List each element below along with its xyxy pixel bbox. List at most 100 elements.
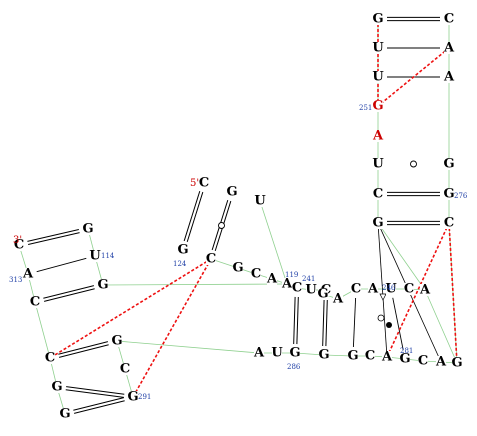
nucleotide-b5: C [206,252,216,267]
watson-crick-pair-line [296,297,299,345]
residue-number: 124 [173,260,187,268]
nucleotide-bg [254,347,264,359]
nucleotide-bg [444,42,454,54]
nucleotide-bg [98,279,108,291]
watson-crick-pair-line [28,232,80,246]
backbone-segment [259,200,288,285]
nucleotide-b16: A [367,282,379,297]
nucleotide-bg [255,195,265,207]
nucleotide-b3: U [254,194,266,209]
nucleotide-b1: C [199,176,209,191]
nucleotide-d3: G [289,346,300,361]
nucleotide-a13: G [372,216,383,231]
nucleotide-bg [373,158,383,170]
three-prime-label: 3' [13,235,22,246]
nucleotide-bg [45,352,55,364]
nucleotide-c8: G [111,334,122,349]
watson-crick-pair-line [27,228,79,242]
residue-number: 286 [287,363,301,371]
nucleotide-a5: U [372,70,384,85]
nucleotide-bg [251,268,261,280]
nucleotide-b15: C [351,282,361,297]
watson-crick-pair-line [66,386,125,395]
nucleotide-bg [348,350,358,362]
pair-line [352,297,357,348]
nucleotide-bg [83,223,93,235]
nucleotide-a11: C [373,187,383,202]
nucleotide-bg [178,244,188,256]
nucleotide-a2: C [444,12,454,27]
nucleotide-bg [373,42,383,54]
nucleotide-bg [60,408,70,420]
nucleotide-layer: GCUAUAGAUGCGGCCGUGCGCAACUCGACAUCACGAUCGC… [14,12,463,422]
nucleotide-bg [199,177,209,189]
nucleotide-bg [318,288,328,300]
nucleotide-bg [267,273,277,285]
nucleotide-d4: G [318,348,329,363]
backbone-segment [424,289,458,364]
nucleotide-bg [272,347,282,359]
nucleotide-b11: U [305,283,317,298]
nucleotide-c18: G [127,390,138,405]
watson-crick-pair-line [73,397,125,411]
backbone-segment [377,222,426,291]
nucleotide-bg [333,293,343,305]
residue-number: 313 [9,276,22,284]
watson-crick-pair-line [65,389,124,398]
nucleotide-a4: A [443,41,455,56]
nucleotide-bg [306,284,316,296]
residue-number: 119 [285,271,298,279]
nucleotide-bg [373,100,383,112]
noncanonical-pair-marker [386,322,392,328]
nucleotide-d6: C [365,349,375,364]
nucleotide-a7: G [372,99,383,114]
nucleotide-bg [382,351,392,363]
watson-crick-pair-line [325,299,328,347]
nucleotide-b14: A [332,292,344,307]
nucleotide-d9: C [418,354,428,369]
nucleotide-bg [319,349,329,361]
nucleotide-c9: G [51,380,62,395]
nucleotide-bg [420,284,430,296]
nucleotide-bg [373,71,383,83]
nucleotide-bg [452,357,462,369]
nucleotide-bg [436,356,446,368]
nucleotide-bg [128,391,138,403]
residue-number: 291 [138,393,151,401]
residue-number: 114 [101,252,115,260]
nucleotide-b8: A [266,272,278,287]
nucleotide-c11: G [59,407,70,422]
nucleotide-c4: U [89,249,101,264]
backbone-segment [116,340,260,354]
nucleotide-bg [386,283,396,295]
residue-number: 246 [382,284,396,292]
nucleotide-bg [14,239,24,251]
residue-number: 251 [359,104,372,112]
five-prime-label: 5' [190,178,199,189]
nucleotide-bg [365,350,375,362]
residue-number: 241 [302,275,315,283]
watson-crick-pair-line [58,341,109,355]
nucleotide-bg [120,363,130,375]
nucleotide-b18: C [404,282,414,297]
tertiary-interaction-line [448,227,458,359]
nucleotide-d7: A [381,350,393,365]
nucleotide-b2: G [226,185,237,200]
nucleotide-bg [233,262,243,274]
nucleotide-a1: G [372,12,383,27]
nucleotide-b6: G [232,261,243,276]
nucleotide-a14: C [444,216,454,231]
nucleotide-d10: A [435,355,447,370]
nucleotide-bg [351,283,361,295]
nucleotide-bg [373,130,383,142]
nucleotide-bg [368,283,378,295]
residue-number: 281 [400,347,413,355]
watson-crick-pair-line [43,288,95,302]
watson-crick-pair-line [293,296,296,344]
nucleotide-bg [206,253,216,265]
nucleotide-bg [282,278,292,290]
nucleotide-c6: G [97,278,108,293]
nucleotide-bg [112,335,122,347]
nucleotide-d8: G [399,352,410,367]
